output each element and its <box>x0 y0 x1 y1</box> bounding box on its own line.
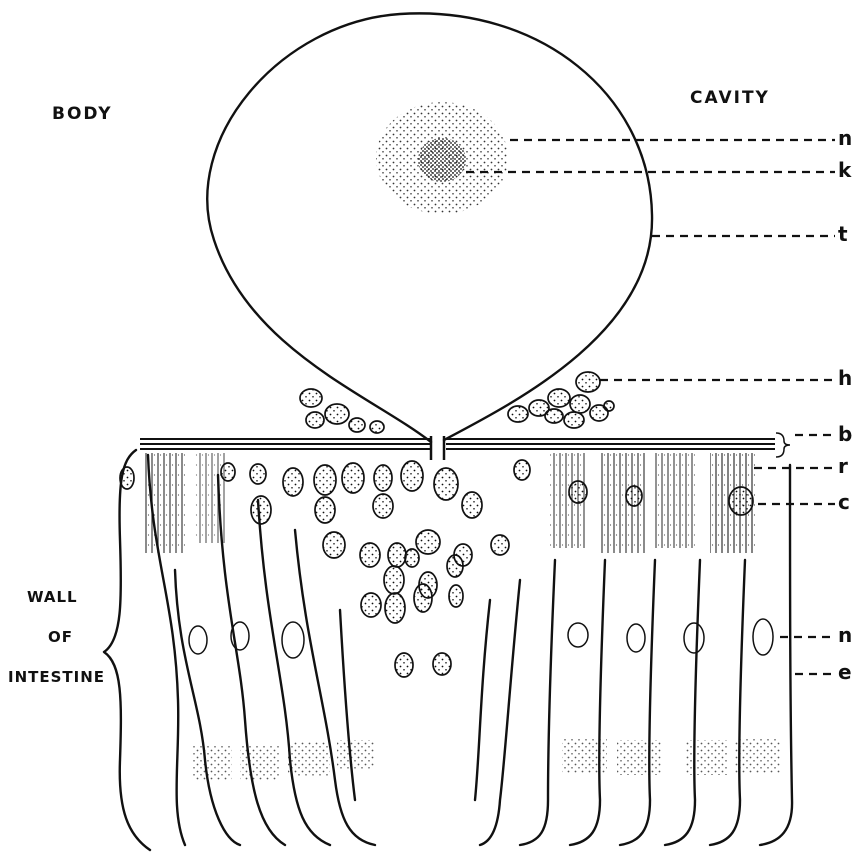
key-n-cell-nucleus: n <box>838 623 852 647</box>
key-n-nucleus: n <box>838 126 852 150</box>
cavity-label: CAVITY <box>690 88 770 108</box>
karyosome <box>418 138 466 182</box>
key-r: r <box>838 454 848 478</box>
key-k-karyosome: k <box>838 158 851 182</box>
key-c: c <box>838 490 850 514</box>
intestine-label: INTESTINE <box>8 668 105 686</box>
key-b: b <box>838 422 852 446</box>
key-e: e <box>838 660 852 684</box>
of-label: OF <box>48 628 73 646</box>
wall-brace <box>104 450 150 850</box>
key-t: t <box>838 222 848 246</box>
key-h: h <box>838 366 852 390</box>
cell-granules <box>192 738 780 780</box>
wall-label: WALL <box>27 588 78 606</box>
body-label: BODY <box>52 104 113 124</box>
